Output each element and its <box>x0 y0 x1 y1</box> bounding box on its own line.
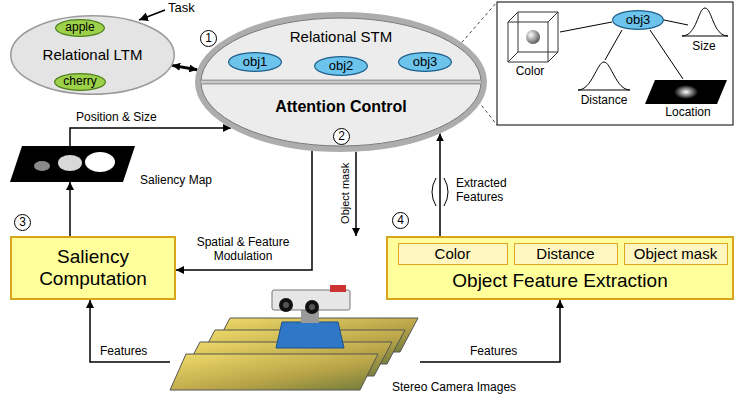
object-ellipse: obj3 <box>612 10 664 30</box>
node-label: Object mask <box>631 245 720 262</box>
feature-leader <box>560 20 688 79</box>
process-box: Color Distance Object maskObject Feature E… <box>386 236 734 300</box>
node-label: obj1 <box>228 55 282 70</box>
camera-lens <box>279 298 293 312</box>
node-label: Saliency Map <box>140 174 240 188</box>
ellipse-shape <box>198 15 484 149</box>
edge-label: Object mask <box>339 153 352 233</box>
connector <box>172 65 197 69</box>
divider <box>201 80 481 85</box>
feature-box: Color <box>398 243 508 265</box>
node-label: Attention Control <box>251 98 431 116</box>
ellipse-shape <box>56 20 105 37</box>
saliency-blob <box>58 155 82 171</box>
saliency-map: Saliency Map <box>10 146 135 182</box>
connector <box>420 300 560 362</box>
node-label: obj3 <box>398 55 452 70</box>
node-label: Relational STM <box>251 28 431 45</box>
feature-label: Location <box>646 106 730 120</box>
saliency-map-image <box>10 146 135 182</box>
memory-ellipse: apple cherry Relational LTM <box>10 15 175 95</box>
saliency-blob <box>85 152 115 172</box>
inset-frame <box>497 2 733 125</box>
feature-box: Distance <box>514 243 618 265</box>
ellipse-shape <box>399 53 452 72</box>
camera-images: Stereo Camera Images <box>170 284 420 400</box>
node-label: apple <box>55 21 105 35</box>
node-label: Color <box>405 245 500 262</box>
camera-lens <box>309 304 315 310</box>
color-cube <box>508 12 558 62</box>
ellipse-shape <box>55 74 106 91</box>
size-gaussian <box>682 8 728 36</box>
object-ellipse: obj3 <box>398 52 452 72</box>
node-label: obj3 <box>612 13 664 28</box>
callout-number: 2 <box>333 128 350 145</box>
distance-gaussian <box>578 62 630 90</box>
node-label: cherry <box>54 75 106 89</box>
connector <box>355 152 357 236</box>
task-arrow <box>139 10 165 20</box>
ellipse-shape <box>613 11 664 30</box>
ellipse-shape <box>11 16 175 95</box>
node-label: Relational LTM <box>16 46 169 63</box>
object-ellipse: obj1 <box>228 52 282 72</box>
location-blob <box>674 85 698 99</box>
feature-label: Distance <box>568 94 640 108</box>
connector <box>176 151 312 270</box>
connector <box>90 300 170 362</box>
node-label: Stereo Camera Images <box>392 381 542 395</box>
camera-lens <box>283 302 289 308</box>
edge-label: Spatial & Feature Modulation <box>182 236 304 264</box>
task-label: Task <box>168 1 208 16</box>
divider <box>201 82 481 83</box>
ellipse-inner-ring <box>201 18 481 146</box>
camera-lens <box>305 300 319 314</box>
callout-number: 4 <box>392 212 409 229</box>
ellipse-shape <box>315 57 368 76</box>
edge-label: Features <box>100 345 160 359</box>
edge-label: Extracted Features <box>456 177 518 205</box>
robot-base <box>276 322 344 348</box>
location-map <box>645 80 727 104</box>
robot-detail <box>330 285 346 292</box>
edge-label: Features <box>470 345 530 359</box>
concept-ellipse: cherry <box>54 73 106 91</box>
feature-box: Object mask <box>624 243 728 265</box>
connector <box>439 133 441 236</box>
saliency-blob <box>34 161 50 171</box>
node-label: Distance <box>521 245 610 262</box>
node-label: Saliency Computation <box>18 246 168 290</box>
ellipse-shape <box>229 53 282 72</box>
connector <box>69 182 71 236</box>
connector <box>70 128 231 146</box>
callout-number: 3 <box>14 214 31 231</box>
camera-image <box>170 354 378 390</box>
process-box: Saliency Computation <box>10 236 176 300</box>
edge-label: Position & Size <box>76 111 176 125</box>
object-ellipse: obj2 <box>314 56 368 76</box>
node-label: obj2 <box>314 59 368 74</box>
feature-label: Color <box>500 65 560 79</box>
feature-label: Size <box>686 40 722 54</box>
color-sphere <box>526 30 540 44</box>
node-label: Object Feature Extraction <box>394 270 726 292</box>
concept-ellipse: apple <box>55 19 105 37</box>
callout-number: 1 <box>200 30 217 47</box>
